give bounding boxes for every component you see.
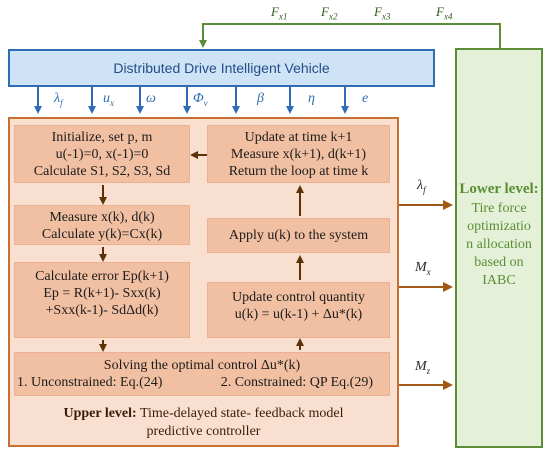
signal-beta: β (257, 91, 264, 106)
initialize-block: Initialize, set p, m u(-1)=0, x(-1)=0 Ca… (14, 125, 190, 183)
signal-u-x: ux (103, 91, 114, 108)
initialize-line2: u(-1)=0, x(-1)=0 (55, 147, 149, 162)
solve-unconstrained: 1. Unconstrained: Eq.(24) (17, 375, 163, 390)
signal-omega: ω (146, 91, 156, 106)
solve-line1: Solving the optimal control Δu*(k) (103, 358, 301, 373)
vehicle-label: Distributed Drive Intelligent Vehicle (113, 60, 330, 76)
upper-level-text2: predictive controller (146, 424, 261, 439)
vehicle-block: Distributed Drive Intelligent Vehicle (8, 49, 435, 87)
signal-eta: η (308, 91, 315, 106)
lower-level-block: Lower level: Tire force optimizatio n al… (455, 48, 543, 448)
output-m-x: Mx (415, 260, 431, 277)
feedback-arrow (199, 23, 501, 48)
apply-line1: Apply u(k) to the system (228, 228, 369, 243)
upper-level-controller: Initialize, set p, m u(-1)=0, x(-1)=0 Ca… (8, 117, 399, 447)
measure-block: Measure x(k), d(k) Calculate y(k)=Cx(k) (14, 205, 190, 245)
initialize-line1: Initialize, set p, m (51, 130, 153, 145)
force-label-fx1: Fx1 (271, 4, 288, 22)
update-control-block: Update control quantity u(k) = u(k-1) + … (207, 282, 390, 338)
upper-level-title: Upper level: (63, 406, 137, 421)
signal-phi-v: Φv (193, 91, 208, 108)
error-line3: +Sxx(k-1)- SdΔd(k) (45, 303, 159, 318)
update-time-block: Update at time k+1 Measure x(k+1), d(k+1… (207, 125, 390, 183)
update-control-line2: u(k) = u(k-1) + Δu*(k) (234, 307, 363, 322)
flow-arrows (99, 151, 304, 352)
solve-block: Solving the optimal control Δu*(k) 1. Un… (14, 352, 390, 396)
error-line2: Ep = R(k+1)- Sxx(k) (43, 286, 161, 301)
update-time-line1: Update at time k+1 (244, 130, 353, 145)
signal-lambda-f: λf (54, 91, 63, 108)
error-line1: Calculate error Ep(k+1) (35, 269, 169, 284)
lower-level-description: Tire force optimizatio n allocation base… (466, 201, 532, 288)
solve-constrained: 2. Constrained: QP Eq.(29) (220, 375, 373, 390)
force-label-fx4: Fx4 (436, 4, 453, 22)
apply-block: Apply u(k) to the system (207, 218, 390, 253)
update-time-line3: Return the loop at time k (228, 164, 369, 179)
update-control-line1: Update control quantity (232, 290, 365, 305)
measure-line2: Calculate y(k)=Cx(k) (41, 227, 163, 242)
output-lambda-f: λf (417, 178, 426, 195)
output-m-z: Mz (415, 359, 431, 376)
lower-level-title: Lower level: (459, 181, 539, 197)
update-time-line2: Measure x(k+1), d(k+1) (230, 147, 367, 162)
upper-level-caption: Upper level: Time-delayed state- feedbac… (10, 405, 397, 441)
measure-line1: Measure x(k), d(k) (49, 210, 155, 225)
force-label-fx2: Fx2 (321, 4, 338, 22)
initialize-line3: Calculate S1, S2, S3, Sd (33, 164, 171, 179)
force-label-fx3: Fx3 (374, 4, 391, 22)
signal-e: e (362, 91, 369, 106)
error-block: Calculate error Ep(k+1) Ep = R(k+1)- Sxx… (14, 262, 190, 338)
upper-level-text1: Time-delayed state- feedback model (136, 406, 344, 421)
